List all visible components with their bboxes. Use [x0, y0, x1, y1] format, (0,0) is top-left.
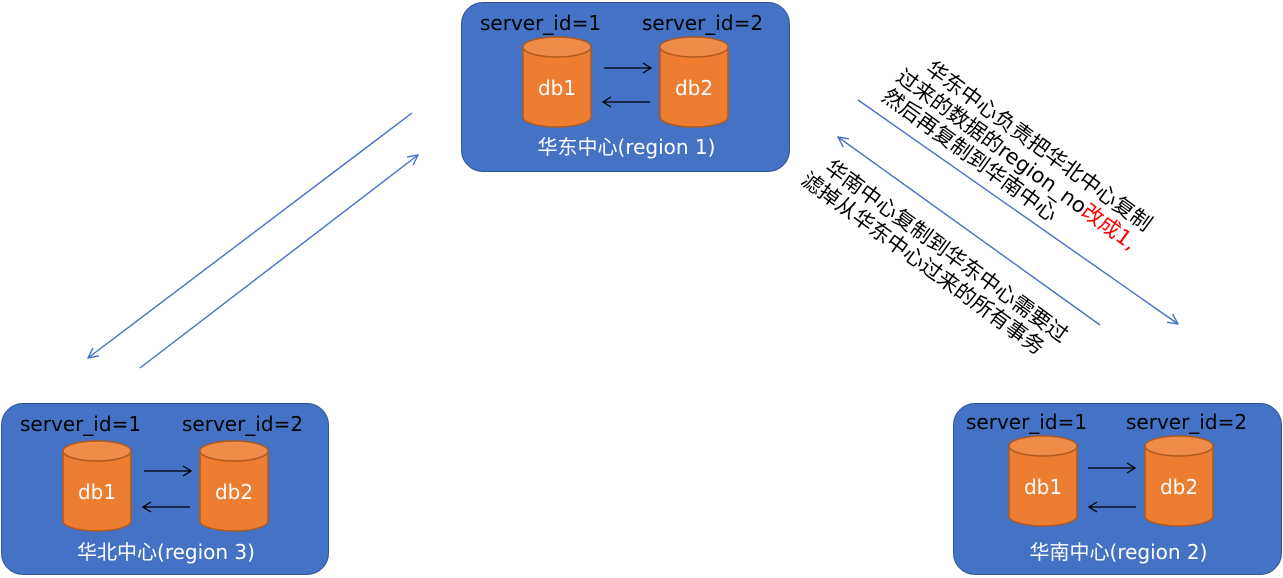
region-east: server_id=1 server_id=2 db1 db2 华东中心(reg… — [461, 2, 790, 172]
replication-arrow-left-icon — [141, 501, 190, 513]
db1-label: db1 — [77, 480, 117, 504]
db2-label: db2 — [214, 480, 254, 504]
database-db1: db1 — [522, 36, 592, 128]
database-db2: db2 — [199, 440, 269, 532]
arrow-south-to-east — [838, 137, 1101, 326]
database-cylinder-icon — [1144, 435, 1214, 527]
database-cylinder-icon — [62, 440, 132, 532]
region-north: server_id=1 server_id=2 db1 db2 华北中心(reg… — [1, 403, 329, 575]
arrow-east-to-north — [88, 112, 413, 358]
server-id-2-label: server_id=2 — [642, 11, 764, 35]
db1-label: db1 — [537, 76, 577, 100]
db2-label: db2 — [1159, 475, 1199, 499]
arrow-east-to-south — [857, 99, 1178, 324]
database-db1: db1 — [62, 440, 132, 532]
region-label: 华南中心(region 2) — [1029, 540, 1208, 564]
database-db2: db2 — [1144, 435, 1214, 527]
database-cylinder-icon — [522, 36, 592, 128]
database-db2: db2 — [659, 36, 729, 128]
replication-arrow-right-icon — [604, 62, 653, 74]
replication-arrow-right-icon — [1088, 462, 1137, 474]
server-id-1-label: server_id=1 — [480, 11, 602, 35]
database-cylinder-icon — [659, 36, 729, 128]
arrow-north-to-east — [139, 155, 418, 369]
server-id-2-label: server_id=2 — [182, 412, 304, 436]
region-south: server_id=1 server_id=2 db1 db2 华南中心(reg… — [953, 403, 1282, 575]
server-id-1-label: server_id=1 — [20, 412, 142, 436]
database-cylinder-icon — [199, 440, 269, 532]
replication-arrow-right-icon — [144, 465, 193, 477]
replication-arrow-left-icon — [1087, 501, 1136, 513]
database-cylinder-icon — [1008, 435, 1078, 527]
database-db1: db1 — [1008, 435, 1078, 527]
server-id-1-label: server_id=1 — [966, 410, 1088, 434]
db2-label: db2 — [674, 76, 714, 100]
db1-label: db1 — [1023, 475, 1063, 499]
region-label: 华北中心(region 3) — [77, 540, 255, 564]
region-label: 华东中心(region 1) — [537, 135, 716, 159]
server-id-2-label: server_id=2 — [1126, 410, 1248, 434]
replication-arrow-left-icon — [601, 96, 650, 108]
